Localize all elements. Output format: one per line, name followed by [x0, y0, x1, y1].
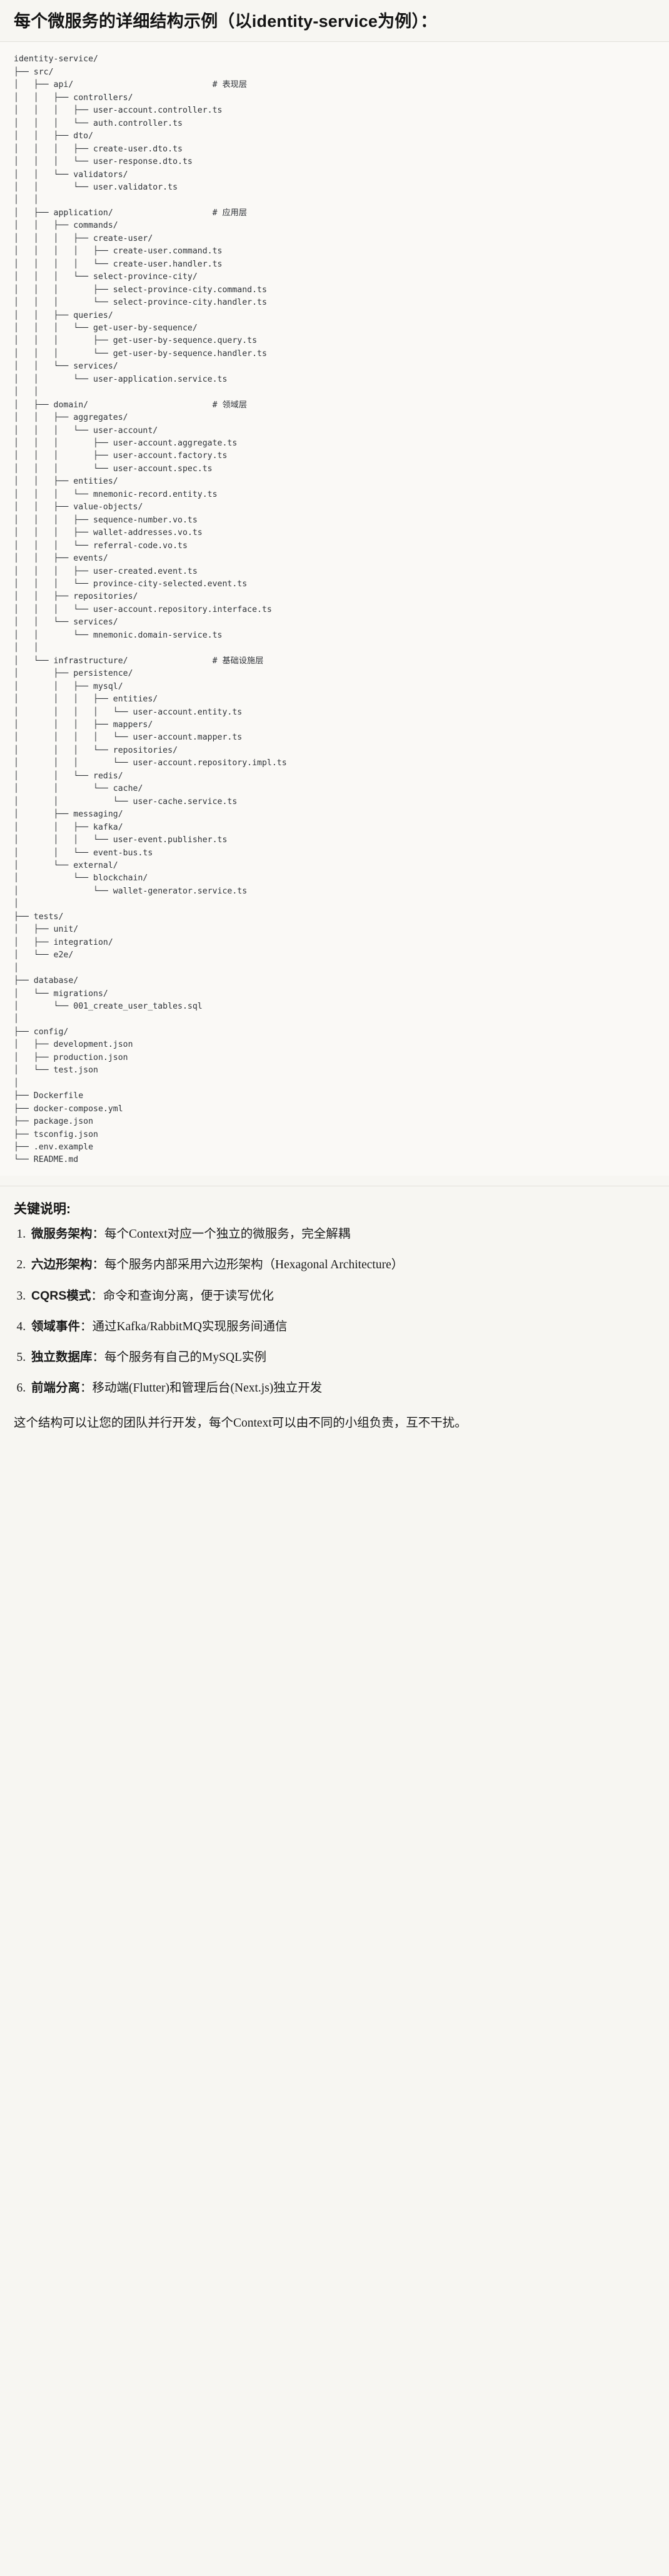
note-description: ：命令和查询分离，便于读写优化	[91, 1289, 274, 1303]
notes-list: 微服务架构：每个Context对应一个独立的微服务，完全解耦六边形架构：每个服务…	[0, 1222, 669, 1398]
note-term: 独立数据库	[31, 1350, 93, 1365]
note-description: ：每个服务有自己的MySQL实例	[92, 1351, 266, 1365]
note-description: ：移动端(Flutter)和管理后台(Next.js)独立开发	[80, 1382, 323, 1395]
directory-tree: identity-service/ ├── src/ │ ├── api/ # …	[14, 54, 287, 1165]
note-item: CQRS模式：命令和查询分离，便于读写优化	[29, 1286, 655, 1306]
note-term: 领域事件	[31, 1319, 81, 1333]
note-term: CQRS模式	[31, 1288, 91, 1303]
note-term: 六边形架构	[31, 1258, 93, 1272]
document-page: 每个微服务的详细结构示例（以identity-service为例）： ident…	[0, 0, 669, 1447]
note-item: 独立数据库：每个服务有自己的MySQL实例	[29, 1348, 655, 1367]
directory-tree-block: identity-service/ ├── src/ │ ├── api/ # …	[0, 42, 669, 1176]
page-title: 每个微服务的详细结构示例（以identity-service为例）：	[14, 12, 438, 31]
closing-paragraph: 这个结构可以让您的团队并行开发，每个Context可以由不同的小组负责，互不干扰…	[14, 1416, 467, 1430]
note-description: ：通过Kafka/RabbitMQ实现服务间通信	[80, 1320, 288, 1333]
notes-heading: 关键说明:	[14, 1201, 71, 1216]
note-description: ：每个服务内部采用六边形架构（Hexagonal Architecture）	[92, 1258, 404, 1272]
note-description: ：每个Context对应一个独立的微服务，完全解耦	[92, 1228, 351, 1241]
note-term: 微服务架构	[31, 1227, 93, 1241]
title-divider	[0, 41, 669, 43]
note-term: 前端分离	[31, 1381, 81, 1395]
note-item: 领域事件：通过Kafka/RabbitMQ实现服务间通信	[29, 1317, 655, 1336]
note-item: 六边形架构：每个服务内部采用六边形架构（Hexagonal Architectu…	[29, 1255, 655, 1275]
note-item: 微服务架构：每个Context对应一个独立的微服务，完全解耦	[29, 1224, 655, 1244]
note-item: 前端分离：移动端(Flutter)和管理后台(Next.js)独立开发	[29, 1378, 655, 1398]
